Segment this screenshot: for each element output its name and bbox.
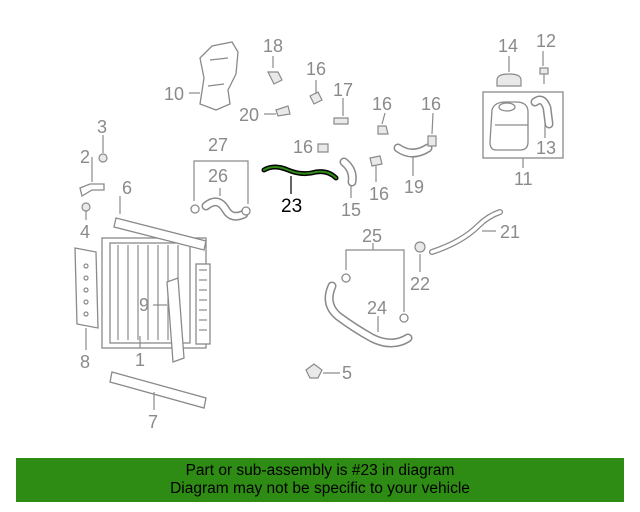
highlighted-hose-23[interactable] [261,164,339,181]
label-part-17[interactable]: 17 [333,80,353,100]
label-part-1[interactable]: 1 [135,350,145,370]
label-part-12[interactable]: 12 [536,31,556,51]
label-part-16a[interactable]: 16 [306,59,326,79]
label-part-2[interactable]: 2 [80,147,90,167]
label-part-8[interactable]: 8 [80,352,90,372]
upper-air-seal[interactable] [113,217,207,251]
label-part-13[interactable]: 13 [536,138,556,158]
label-part-26[interactable]: 26 [208,166,228,186]
banner-line-2: Diagram may not be specific to your vehi… [170,480,470,497]
fitting-22[interactable] [414,241,426,253]
label-part-5[interactable]: 5 [342,363,352,383]
label-part-4[interactable]: 4 [80,222,90,242]
pipe-21[interactable] [429,209,503,255]
pipe-19[interactable] [393,143,433,158]
fitting-16e[interactable] [427,135,437,147]
label-part-25[interactable]: 25 [362,226,382,246]
label-part-18[interactable]: 18 [263,36,283,56]
label-part-14[interactable]: 14 [498,36,518,56]
fitting-20[interactable] [275,105,291,117]
label-part-21[interactable]: 21 [500,222,520,242]
label-part-7[interactable]: 7 [148,412,158,432]
fitting-18[interactable] [267,71,283,85]
label-part-20[interactable]: 20 [239,105,259,125]
label-part-16b[interactable]: 16 [293,137,313,157]
fitting-3[interactable] [98,153,108,163]
leader-lines [85,51,546,410]
radiator-inlet-hose[interactable] [190,197,251,221]
fitting-5[interactable] [305,363,323,379]
side-baffle[interactable] [74,247,99,329]
label-part-15[interactable]: 15 [341,200,361,220]
parts-diagram: 10 18 16 17 20 16 16 16 16 19 15 14 12 1… [74,31,564,432]
lower-air-seal[interactable] [109,371,207,409]
label-part-3[interactable]: 3 [97,117,107,137]
reservoir-cap[interactable] [496,73,522,87]
label-part-23[interactable]: 23 [281,196,302,217]
label-part-6[interactable]: 6 [122,178,132,198]
banner-line-1: Part or sub-assembly is #23 in diagram [185,462,455,479]
label-part-16d[interactable]: 16 [369,184,389,204]
fitting-17[interactable] [333,117,349,125]
bolt[interactable] [539,67,549,84]
label-part-11[interactable]: 11 [514,169,533,189]
hose-15[interactable] [339,157,357,187]
label-part-16c[interactable]: 16 [372,94,392,114]
fitting-4[interactable] [81,202,91,212]
fitting-16c[interactable] [377,125,389,135]
radiator[interactable] [101,237,211,349]
label-part-22[interactable]: 22 [410,274,430,294]
fitting-16d[interactable] [369,155,383,167]
label-part-19[interactable]: 19 [404,177,424,197]
label-part-24[interactable]: 24 [367,298,387,318]
fitting-16a[interactable] [309,91,323,105]
fitting-16b[interactable] [317,143,329,153]
label-part-10[interactable]: 10 [164,84,184,104]
bracket-2[interactable] [79,183,105,198]
label-part-27[interactable]: 27 [208,135,228,155]
baffle[interactable] [166,277,185,363]
label-part-16e[interactable]: 16 [421,94,441,114]
info-banner: Part or sub-assembly is #23 in diagram D… [16,458,624,502]
part-labels: 10 18 16 17 20 16 16 16 16 19 15 14 12 1… [80,31,556,432]
reservoir-hose[interactable] [530,95,554,129]
shroud[interactable] [199,41,239,111]
label-part-9[interactable]: 9 [139,295,149,315]
lower-hose[interactable] [324,273,413,348]
